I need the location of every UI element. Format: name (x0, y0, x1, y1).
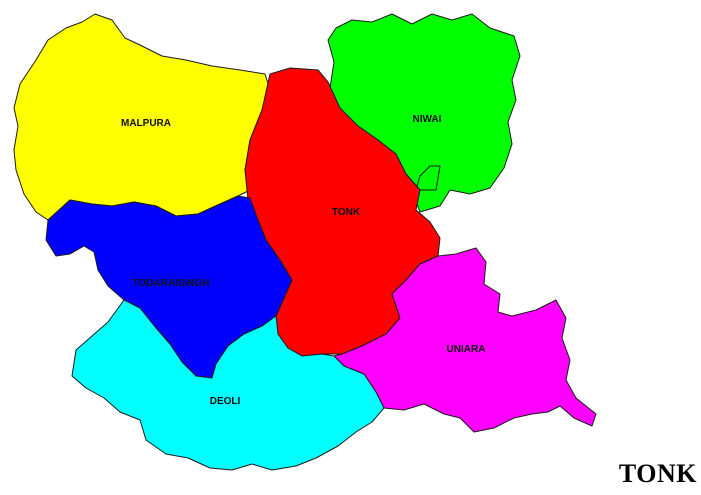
label-deoli: DEOLI (210, 396, 241, 407)
label-todaraisingh: TODARAISINGH (132, 278, 209, 289)
label-uniara: UNIARA (447, 344, 486, 355)
label-tonk: TONK (332, 207, 361, 218)
region-malpura[interactable] (13, 13, 271, 221)
region-deoli[interactable] (71, 299, 385, 471)
label-malpura: MALPURA (121, 118, 171, 129)
map-title: TONK (618, 459, 697, 488)
label-niwai: NIWAI (413, 114, 442, 125)
